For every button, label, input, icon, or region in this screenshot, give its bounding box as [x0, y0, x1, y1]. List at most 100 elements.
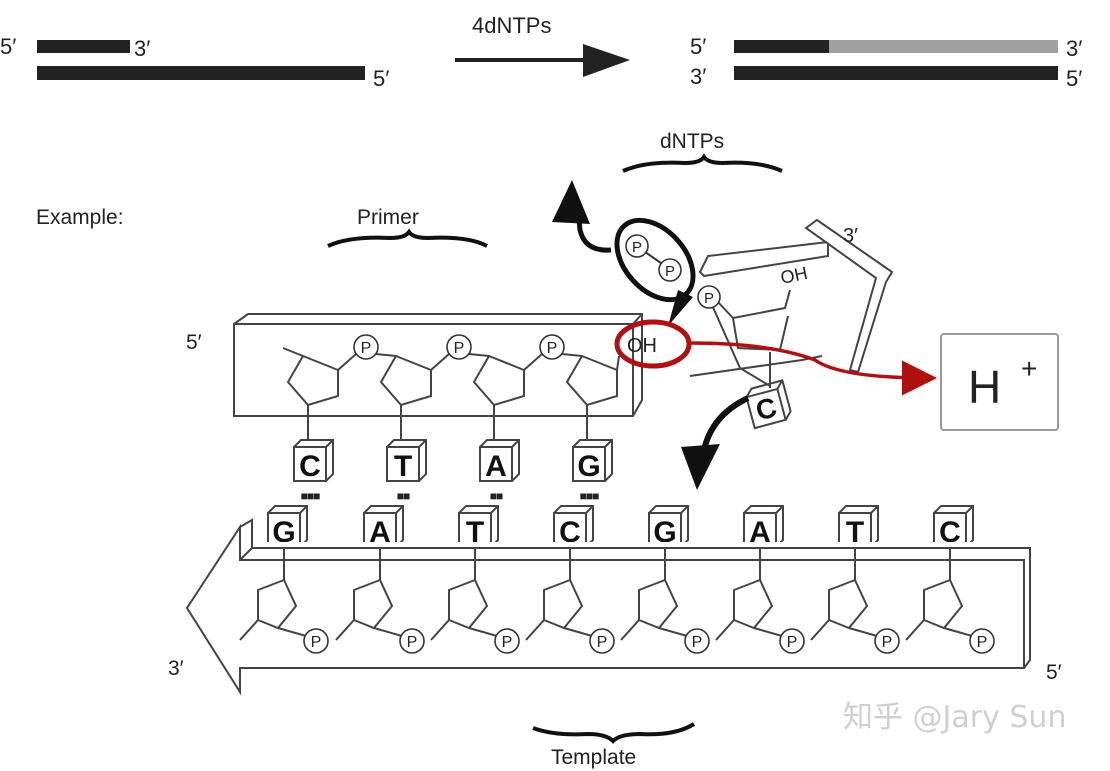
template-backbone-link [715, 619, 735, 641]
template-base: G [267, 505, 308, 549]
template-backbone-link [810, 619, 830, 641]
pyrophosphate-p1 [625, 234, 649, 258]
template-phosphate-label: P [311, 634, 322, 651]
template-backbone-link [430, 619, 450, 641]
template-base: T [838, 505, 879, 549]
hydrogen-bond: ■■■ [301, 489, 320, 503]
watermark: 知乎 @Jary Sun [843, 700, 1066, 735]
hydrogen-bonds: ■■■■■■■■■■ [301, 489, 600, 503]
primer-base-face [479, 446, 513, 482]
template-backbone-arrow [185, 523, 1025, 696]
primer-base-letter: T [394, 450, 412, 483]
template-phosphate-label: P [882, 634, 893, 651]
incoming-alpha-phosphate [697, 285, 721, 309]
primer-sugar [565, 354, 618, 407]
template-base: C [553, 505, 594, 549]
after-bottom-5-label: 5′ [1066, 66, 1082, 91]
template-5-end-label: 5′ [1046, 661, 1062, 684]
primer-phosphate [353, 334, 379, 360]
template-base-face [267, 512, 301, 548]
example-label: Example: [36, 206, 124, 229]
hydrogen-bond: ■■ [397, 489, 410, 503]
insertion-arrow-shaft [701, 395, 750, 451]
template-backbone-link [620, 619, 640, 641]
before-template-strand [37, 66, 365, 80]
template-phosphate [969, 628, 995, 654]
template-phosphate [589, 628, 615, 654]
template-base-face [553, 512, 587, 548]
incoming-base-depth [745, 379, 792, 421]
primer-base: T [386, 439, 427, 483]
before-primer-3-label: 3′ [134, 36, 150, 61]
template-sugar [638, 578, 679, 630]
incoming-3-label: 3′ [843, 225, 858, 247]
template-base-letter: C [559, 516, 581, 549]
template-base-letter: A [369, 516, 391, 549]
template-phosphate [779, 628, 805, 654]
primer-base: C [293, 439, 334, 483]
template-sugar-to-phosphate [943, 627, 973, 637]
proton-charge-label: + [1021, 353, 1037, 384]
primer-phosphate-label: P [454, 340, 465, 357]
primer-base: G [572, 439, 613, 483]
pyrophosphate-p1-label: P [632, 239, 642, 256]
insertion-arrow-head-icon [681, 444, 720, 490]
primer-base-letter: G [577, 450, 600, 483]
after-bottom-3-label: 3′ [690, 64, 706, 89]
template-sugar-to-phosphate [277, 627, 307, 637]
template-phosphate-label: P [977, 634, 988, 651]
primer-backbone-link [523, 353, 543, 371]
before-primer-strand [37, 40, 130, 53]
primer-base: A [479, 439, 520, 483]
bond-formation-arrow-icon [668, 290, 693, 326]
template-sugar [733, 578, 774, 630]
template-label: Template [551, 746, 636, 769]
dntps-label: dNTPs [660, 130, 724, 153]
primer-label: Primer [357, 206, 419, 229]
template-phosphate-label: P [692, 634, 703, 651]
primer-backbone-link [430, 353, 450, 371]
template-backbone-depth [239, 518, 1031, 669]
primer-base-letter: C [299, 450, 321, 483]
template-backbone-link [239, 619, 259, 641]
primer-base-face [386, 446, 420, 482]
after-template-strand [734, 66, 1058, 80]
primer-backbone-link [337, 353, 357, 371]
template-backbone-fill [187, 530, 1030, 692]
template-base-letter: G [272, 516, 295, 549]
incoming-dntp: 3′ OH C P [689, 218, 894, 430]
primer-5-tail [282, 347, 304, 357]
template-phosphate [494, 628, 520, 654]
template-base: G [648, 505, 689, 549]
template-base-letter: G [653, 516, 676, 549]
before-template-5-label: 5′ [373, 66, 389, 91]
incoming-backbone-arrowhead [804, 218, 894, 374]
before-primer-5-label: 5′ [0, 34, 16, 59]
proton-box: H + [940, 333, 1059, 431]
primer-brace-icon [327, 228, 488, 248]
template-phosphate-label: P [597, 634, 608, 651]
primer-sugars [282, 347, 620, 440]
template-3-end-label: 3′ [168, 657, 184, 680]
template-sugars [239, 547, 973, 641]
incoming-oh-label: OH [779, 263, 810, 288]
template-corner [239, 547, 253, 561]
after-top-5-label: 5′ [690, 34, 706, 59]
template-sugar-to-phosphate [658, 627, 688, 637]
pyrophosphate-release: P P [552, 180, 696, 326]
primer-5-end-label: 5′ [186, 331, 202, 354]
primer-base-face [293, 446, 327, 482]
primer-base-depth [572, 439, 613, 482]
template-phosphate-label: P [407, 634, 418, 651]
primer-sugar [379, 354, 432, 407]
template-brace-icon [532, 722, 696, 744]
top-schematic: 5′ 3′ 5′ 4dNTPs 5′ 3′ 3′ 5′ [0, 13, 1082, 91]
template-phosphate [399, 628, 425, 654]
primer-backbone-link [561, 353, 583, 357]
primer-sugar [472, 354, 525, 407]
incoming-alpha-phosphate-label: P [704, 290, 714, 307]
proton-release-arrow [689, 341, 937, 396]
